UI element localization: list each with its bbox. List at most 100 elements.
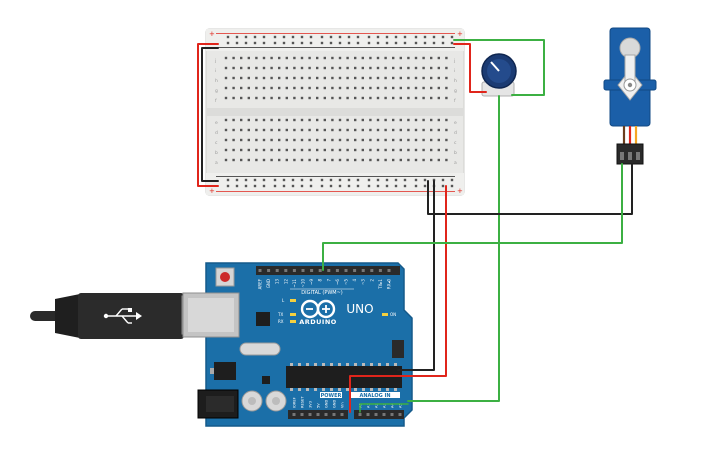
- breadboard-hole[interactable]: [392, 76, 395, 80]
- wire-red-left-rail[interactable]: [197, 43, 219, 187]
- breadboard-hole[interactable]: [262, 148, 266, 152]
- breadboard-hole[interactable]: [224, 96, 228, 100]
- breadboard-hole[interactable]: [392, 56, 395, 60]
- rail-hole[interactable]: [423, 35, 427, 39]
- rail-hole[interactable]: [291, 41, 295, 45]
- breadboard-hole[interactable]: [414, 76, 418, 80]
- breadboard-hole[interactable]: [354, 96, 357, 100]
- rail-hole[interactable]: [394, 35, 398, 39]
- breadboard-hole[interactable]: [392, 86, 395, 90]
- breadboard-hole[interactable]: [316, 138, 319, 142]
- digital-pin[interactable]: [292, 269, 296, 272]
- breadboard-hole[interactable]: [445, 66, 448, 70]
- breadboard-hole[interactable]: [278, 128, 281, 132]
- breadboard-hole[interactable]: [224, 76, 228, 80]
- breadboard-hole[interactable]: [232, 56, 235, 60]
- breadboard-hole[interactable]: [247, 76, 250, 80]
- digital-pin[interactable]: [353, 269, 357, 272]
- rail-hole[interactable]: [385, 178, 389, 182]
- breadboard-hole[interactable]: [224, 148, 228, 152]
- breadboard-hole[interactable]: [369, 158, 372, 162]
- rail-hole[interactable]: [450, 35, 454, 39]
- breadboard-hole[interactable]: [399, 148, 402, 152]
- breadboard-hole[interactable]: [445, 118, 448, 122]
- breadboard-hole[interactable]: [414, 66, 418, 70]
- breadboard-hole[interactable]: [270, 128, 273, 132]
- breadboard-hole[interactable]: [293, 56, 296, 60]
- breadboard-hole[interactable]: [338, 66, 342, 70]
- breadboard-hole[interactable]: [270, 148, 273, 152]
- breadboard-hole[interactable]: [430, 86, 433, 90]
- breadboard-hole[interactable]: [376, 128, 380, 132]
- breadboard-hole[interactable]: [278, 138, 281, 142]
- breadboard-hole[interactable]: [232, 118, 235, 122]
- breadboard-hole[interactable]: [414, 56, 418, 60]
- rail-hole[interactable]: [262, 184, 266, 188]
- rail-hole[interactable]: [253, 41, 257, 45]
- breadboard-hole[interactable]: [445, 96, 448, 100]
- breadboard-hole[interactable]: [232, 128, 235, 132]
- breadboard-hole[interactable]: [414, 118, 418, 122]
- wire-red-pot[interactable]: [453, 43, 487, 93]
- breadboard-hole[interactable]: [323, 66, 326, 70]
- power-pin[interactable]: [340, 413, 344, 416]
- breadboard-hole[interactable]: [331, 158, 334, 162]
- breadboard-hole[interactable]: [414, 86, 418, 90]
- rail-hole[interactable]: [403, 178, 407, 182]
- breadboard-hole[interactable]: [285, 76, 288, 80]
- breadboard-hole[interactable]: [316, 148, 319, 152]
- digital-pin[interactable]: [318, 269, 322, 272]
- wire-black-servo-gnd[interactable]: [427, 163, 633, 215]
- breadboard-hole[interactable]: [240, 86, 243, 90]
- breadboard-hole[interactable]: [346, 96, 349, 100]
- breadboard-hole[interactable]: [414, 138, 418, 142]
- breadboard-hole[interactable]: [354, 76, 357, 80]
- breadboard-hole[interactable]: [399, 96, 402, 100]
- breadboard-hole[interactable]: [369, 148, 372, 152]
- breadboard-hole[interactable]: [255, 66, 258, 70]
- rail-hole[interactable]: [385, 41, 389, 45]
- rail-hole[interactable]: [300, 41, 304, 45]
- breadboard-hole[interactable]: [354, 138, 357, 142]
- breadboard-hole[interactable]: [247, 86, 250, 90]
- rail-hole[interactable]: [253, 178, 257, 182]
- potentiometer[interactable]: [481, 53, 517, 97]
- breadboard-hole[interactable]: [224, 118, 228, 122]
- rail-hole[interactable]: [329, 41, 333, 45]
- rail-hole[interactable]: [450, 41, 454, 45]
- breadboard-hole[interactable]: [270, 56, 273, 60]
- breadboard-hole[interactable]: [278, 56, 281, 60]
- breadboard-hole[interactable]: [338, 158, 342, 162]
- rail-hole[interactable]: [385, 35, 389, 39]
- breadboard-hole[interactable]: [437, 86, 440, 90]
- breadboard-hole[interactable]: [354, 56, 357, 60]
- rail-hole[interactable]: [309, 178, 313, 182]
- breadboard-hole[interactable]: [399, 138, 402, 142]
- analog-pin[interactable]: [358, 413, 362, 416]
- breadboard-hole[interactable]: [247, 96, 250, 100]
- digital-pin[interactable]: [301, 269, 305, 272]
- breadboard-hole[interactable]: [316, 66, 319, 70]
- rail-hole[interactable]: [367, 41, 371, 45]
- rail-hole[interactable]: [300, 178, 304, 182]
- rail-hole[interactable]: [394, 41, 398, 45]
- rail-hole[interactable]: [273, 184, 277, 188]
- breadboard-hole[interactable]: [293, 96, 296, 100]
- breadboard-hole[interactable]: [437, 96, 440, 100]
- servo-motor[interactable]: [603, 27, 657, 165]
- breadboard-hole[interactable]: [407, 86, 410, 90]
- breadboard-hole[interactable]: [376, 148, 380, 152]
- breadboard-hole[interactable]: [354, 118, 357, 122]
- breadboard-hole[interactable]: [262, 56, 266, 60]
- breadboard-hole[interactable]: [316, 128, 319, 132]
- breadboard-hole[interactable]: [376, 86, 380, 90]
- rail-hole[interactable]: [356, 178, 360, 182]
- digital-pin[interactable]: [327, 269, 331, 272]
- analog-pin[interactable]: [390, 413, 394, 416]
- breadboard-hole[interactable]: [384, 148, 387, 152]
- breadboard-hole[interactable]: [437, 128, 440, 132]
- breadboard-hole[interactable]: [407, 96, 410, 100]
- breadboard-hole[interactable]: [331, 148, 334, 152]
- power-pin[interactable]: [308, 413, 312, 416]
- power-pin[interactable]: [300, 413, 304, 416]
